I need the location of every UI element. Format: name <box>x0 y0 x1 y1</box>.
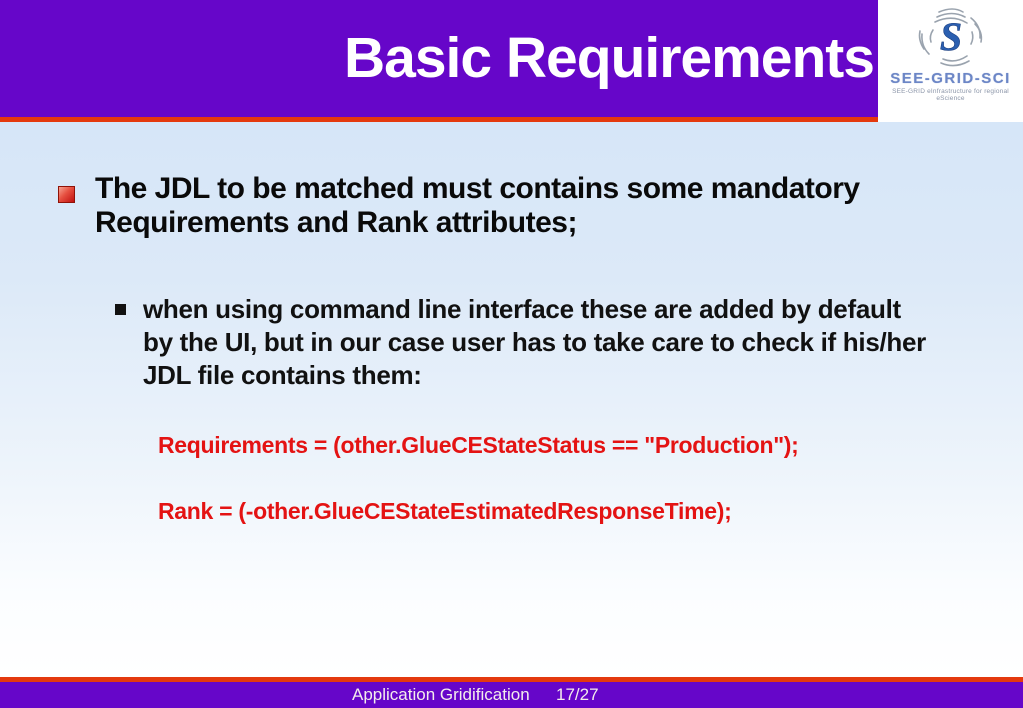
black-square-bullet-icon <box>115 304 126 315</box>
footer-title: Application Gridification <box>352 685 530 704</box>
logo-monogram: S <box>939 14 961 59</box>
main-bullet-text: The JDL to be matched must contains some… <box>95 172 860 239</box>
rank-code-line: Rank = (-other.GlueCEStateEstimatedRespo… <box>158 498 732 524</box>
slide-footer: Application Gridification 17/27 <box>0 682 1023 708</box>
see-grid-sci-logo: S SEE-GRID-SCI SEE-GRID eInfrastructure … <box>878 0 1023 123</box>
logo-tagline: SEE-GRID eInfrastructure for regional eS… <box>892 88 1009 102</box>
red-square-bullet-icon <box>58 186 75 203</box>
requirements-code-line: Requirements = (other.GlueCEStateStatus … <box>158 432 799 458</box>
logo-name: SEE-GRID-SCI <box>890 70 1011 87</box>
slide-header: Basic Requirements <box>0 0 878 117</box>
footer-accent-line <box>0 677 1023 682</box>
swirl-fingerprint-icon: S <box>918 8 982 67</box>
page-number: 17/27 <box>556 685 599 704</box>
slide-body: The JDL to be matched must contains some… <box>0 122 1023 677</box>
slide-title: Basic Requirements <box>343 26 875 90</box>
sub-bullet-text: when using command line interface these … <box>143 294 926 390</box>
header-accent-line <box>0 117 879 122</box>
